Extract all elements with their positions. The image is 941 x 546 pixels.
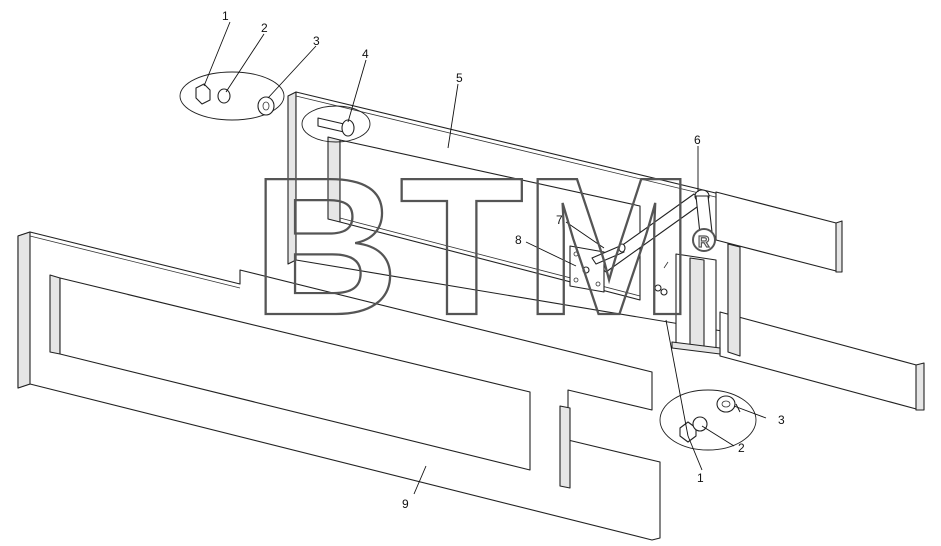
- hex-nut-icon: [679, 421, 697, 443]
- pin-group-part-4: [301, 105, 371, 143]
- callout-3-top: 3: [313, 34, 320, 48]
- callout-6: 6: [694, 133, 701, 147]
- frame-extension-right: [715, 191, 925, 411]
- hardware-group-top: [179, 71, 285, 121]
- callout-2-bottom: 2: [738, 441, 745, 455]
- callout-1-bottom: 1: [697, 471, 704, 485]
- watermark-text: BTM: [252, 137, 694, 356]
- btm-watermark-logo: BTM R: [251, 136, 716, 357]
- registered-mark-icon: [692, 228, 716, 252]
- hardware-group-bottom: [659, 389, 757, 451]
- callout-4: 4: [362, 47, 369, 61]
- callout-3-bottom: 3: [778, 413, 785, 427]
- callout-8: 8: [515, 233, 522, 247]
- bolt-part-7: [591, 243, 626, 265]
- callout-2-top: 2: [261, 21, 268, 35]
- flat-washer-icon: [716, 395, 736, 413]
- callout-9: 9: [402, 497, 409, 511]
- registered-mark-letter: R: [698, 234, 710, 251]
- vertical-post: [654, 253, 721, 355]
- hex-nut-icon: [195, 83, 211, 105]
- callout-1-top: 1: [222, 9, 229, 23]
- lock-washer-icon: [217, 88, 231, 104]
- lock-washer-icon: [692, 416, 708, 432]
- callout-7: 7: [556, 213, 563, 227]
- callout-labels: 1 2 3 4 5 6 7 8 9 3 2 1: [222, 9, 785, 511]
- frame-part-9: [17, 231, 661, 541]
- flat-washer-icon: [257, 96, 275, 116]
- frame-part-5: [287, 91, 729, 333]
- callout-5: 5: [456, 71, 463, 85]
- leader-lines: [203, 21, 767, 495]
